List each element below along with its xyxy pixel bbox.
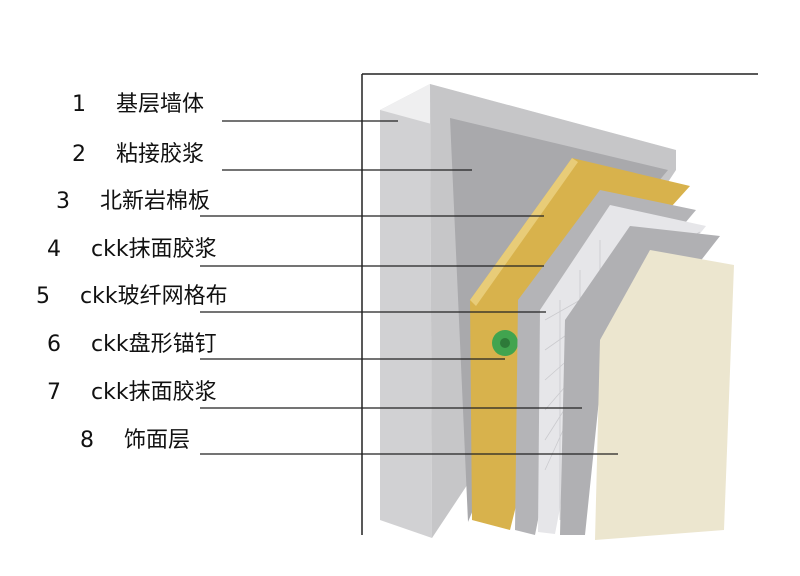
layer-number: 2 [72, 142, 86, 167]
layer-number: 3 [56, 189, 70, 214]
layer-name: ckk玻纤网格布 [80, 284, 228, 309]
layer-name: ckk盘形锚钉 [91, 332, 217, 357]
layer-label-1: 1 基层墙体 [72, 92, 204, 118]
layer-number: 6 [47, 332, 61, 357]
layer-plaster-1 [515, 190, 696, 535]
layer-label-7: 7 ckk抹面胶浆 [47, 380, 217, 406]
leader-lines [200, 120, 618, 455]
layer-number: 7 [47, 380, 61, 405]
layer-label-2: 2 粘接胶浆 [72, 142, 204, 168]
layer-label-8: 8 饰面层 [80, 428, 190, 454]
layer-name: 粘接胶浆 [116, 142, 205, 167]
layer-label-4: 4 ckk抹面胶浆 [47, 237, 217, 263]
layer-number: 8 [80, 428, 94, 453]
layer-label-5: 5 ckk玻纤网格布 [36, 284, 228, 310]
layer-finish [595, 250, 734, 540]
layer-name: ckk抹面胶浆 [91, 237, 217, 262]
layer-number: 4 [47, 237, 61, 262]
layer-anchor-center [500, 338, 510, 348]
layer-name: 基层墙体 [116, 92, 205, 117]
layer-name: ckk抹面胶浆 [91, 380, 217, 405]
layer-name: 北新岩棉板 [100, 189, 211, 214]
layer-rockwool-edge [470, 158, 578, 306]
layer-label-6: 6 ckk盘形锚钉 [47, 332, 217, 358]
layer-base-wall [380, 84, 432, 538]
layer-plaster-2 [560, 226, 720, 535]
layer-label-3: 3 北新岩棉板 [56, 189, 210, 215]
layer-number: 5 [36, 284, 50, 309]
layer-number: 1 [72, 92, 86, 117]
layer-name: 饰面层 [124, 428, 191, 453]
